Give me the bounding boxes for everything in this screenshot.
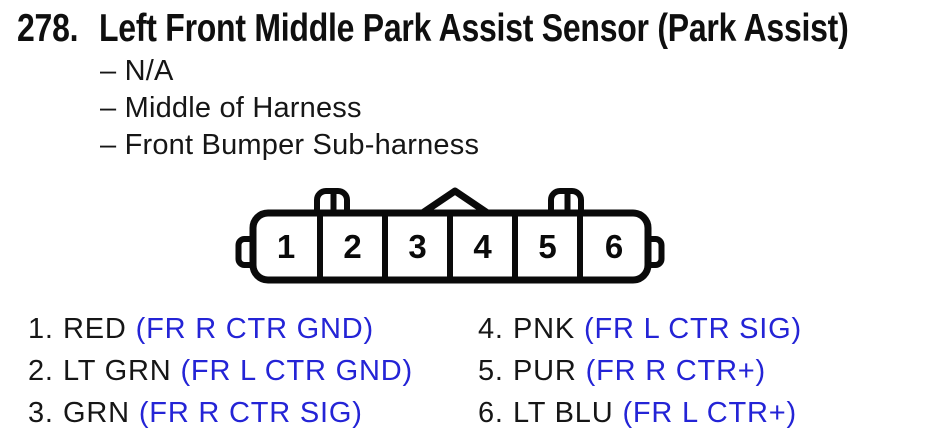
pin-cell-label: 6: [605, 228, 623, 265]
pin-number: 1.: [28, 313, 54, 345]
connector-svg: 1 2 3 4 5 6: [235, 187, 665, 284]
pin-row: 6. LT BLU(FR L CTR+): [478, 397, 797, 430]
item-number: 278.: [17, 7, 79, 50]
pin-row: 3. GRN(FR R CTR SIG): [28, 397, 363, 430]
pin-cell-label: 3: [408, 228, 426, 265]
circuit-label: (FR L CTR GND): [180, 355, 413, 387]
pin-cell-label: 1: [277, 228, 295, 265]
page-title: Left Front Middle Park Assist Sensor (Pa…: [99, 7, 849, 50]
pin-row: 4. PNK(FR L CTR SIG): [478, 313, 802, 346]
circuit-label: (FR R CTR+): [585, 355, 767, 387]
wire-color: PNK: [513, 313, 576, 345]
wire-color: LT BLU: [513, 397, 614, 429]
pin-row: 5. PUR(FR R CTR+): [478, 355, 766, 388]
detail-item: – N/A: [100, 55, 174, 87]
detail-list: – N/A – Middle of Harness – Front Bumper…: [100, 53, 479, 164]
detail-item: – Front Bumper Sub-harness: [100, 129, 480, 161]
pin-number: 2.: [28, 355, 54, 387]
pin-cell-label: 4: [473, 228, 492, 265]
pin-number: 3.: [28, 397, 54, 429]
detail-item: – Middle of Harness: [100, 92, 362, 124]
circuit-label: (FR R CTR SIG): [138, 397, 363, 429]
pin-number: 4.: [478, 313, 504, 345]
circuit-label: (FR R CTR GND): [135, 313, 374, 345]
pin-number: 5.: [478, 355, 504, 387]
pin-cell-label: 2: [343, 228, 361, 265]
pin-cell-label: 5: [538, 228, 556, 265]
wire-color: GRN: [63, 397, 130, 429]
circuit-label: (FR L CTR+): [622, 397, 797, 429]
pin-row: 1. RED(FR R CTR GND): [28, 313, 374, 346]
wire-color: PUR: [513, 355, 577, 387]
wire-color: LT GRN: [63, 355, 172, 387]
pin-row: 2. LT GRN(FR L CTR GND): [28, 355, 413, 388]
circuit-label: (FR L CTR SIG): [584, 313, 802, 345]
pin-number: 6.: [478, 397, 504, 429]
wire-color: RED: [63, 313, 127, 345]
connector-diagram: 1 2 3 4 5 6: [230, 182, 670, 288]
